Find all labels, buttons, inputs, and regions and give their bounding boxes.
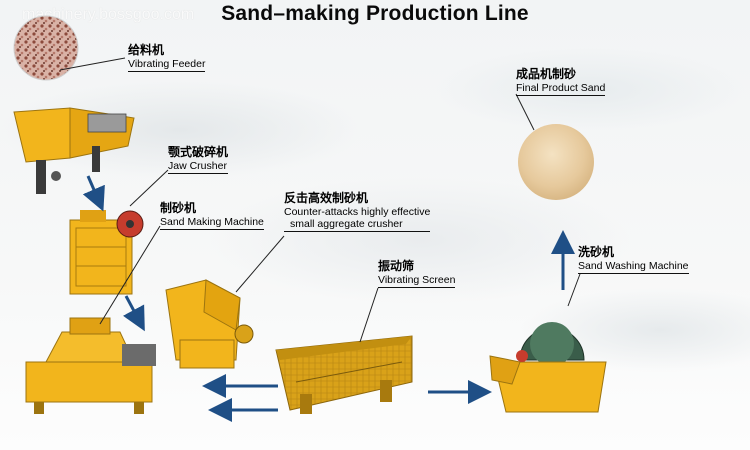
- raw-gravel-image: [13, 15, 79, 81]
- final-product-label: 成品机制砂 Final Product Sand: [516, 67, 606, 96]
- sand-making-label-en: Sand Making Machine: [160, 216, 264, 230]
- vibrating-screen-label-zh: 振动筛: [378, 259, 415, 273]
- sand-washing-label-en: Sand Washing Machine: [578, 260, 689, 274]
- arrow-feeder-to-jaw: [82, 175, 105, 212]
- vibrating-screen-machine: [275, 335, 413, 414]
- watermark: machinery.bossgoo.com: [22, 6, 195, 23]
- feeder-label-en: Vibrating Feeder: [128, 58, 206, 72]
- jaw-crusher-label: 颚式破碎机 Jaw Crusher: [168, 145, 229, 174]
- impact-crusher-machine: [165, 279, 254, 369]
- sand-making-machine: [25, 317, 156, 414]
- jaw-crusher-machine: [69, 210, 144, 295]
- sand-making-label-zh: 制砂机: [160, 201, 197, 215]
- impact-crusher-label-zh: 反击高效制砂机: [284, 191, 369, 205]
- final-product-sand-image: [518, 124, 594, 200]
- impact-crusher-label-en-1: Counter-attacks highly effective: [284, 205, 431, 218]
- feeder-label: 给料机 Vibrating Feeder: [128, 43, 206, 72]
- impact-crusher-label-en-2: small aggregate crusher: [284, 218, 431, 232]
- feeder-label-zh: 给料机: [128, 43, 165, 57]
- diagram-title: Sand–making Production Line: [221, 2, 529, 25]
- sandmaking-leader-line: [99, 225, 161, 325]
- sand-washing-label: 洗砂机 Sand Washing Machine: [578, 245, 689, 274]
- screen-leader-line: [359, 287, 379, 343]
- sand-making-label: 制砂机 Sand Making Machine: [160, 201, 264, 230]
- final-product-label-zh: 成品机制砂: [516, 67, 577, 81]
- final-product-label-en: Final Product Sand: [516, 82, 606, 96]
- sand-washing-label-zh: 洗砂机: [578, 245, 615, 259]
- impact-leader-line: [235, 235, 285, 293]
- jaw-crusher-label-en: Jaw Crusher: [168, 160, 229, 174]
- feeder-leader-line: [59, 57, 126, 71]
- vibrating-screen-label-en: Vibrating Screen: [378, 274, 456, 288]
- jaw-leader-line: [129, 169, 169, 207]
- arrow-jaw-to-sandmaking: [122, 295, 145, 332]
- sand-washing-machine: [489, 322, 607, 413]
- product-leader-line: [515, 93, 535, 131]
- impact-crusher-label: 反击高效制砂机 Counter-attacks highly effective…: [284, 191, 431, 232]
- jaw-crusher-label-zh: 颚式破碎机: [168, 145, 229, 159]
- vibrating-screen-label: 振动筛 Vibrating Screen: [378, 259, 456, 288]
- washer-leader-line: [567, 273, 581, 307]
- vibrating-feeder-machine: [13, 107, 135, 194]
